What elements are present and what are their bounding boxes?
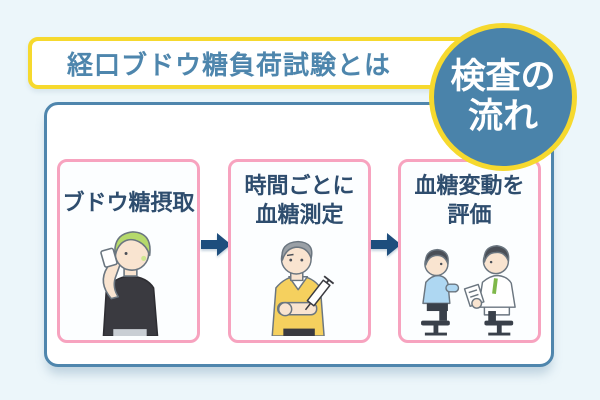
cup-icon xyxy=(99,247,118,268)
step-label-line: ブドウ糖摂取 xyxy=(62,190,195,215)
stool-icon xyxy=(483,320,513,336)
person-drinking-glucose-illustration xyxy=(99,231,158,336)
syringe-icon xyxy=(304,275,334,311)
badge-line: 検査の xyxy=(450,56,556,96)
person-blood-sampling-illustration xyxy=(270,240,334,336)
page-title: 経口ブドウ糖負荷試験とは xyxy=(66,49,391,80)
doctor-patient-consultation-illustration xyxy=(420,245,516,336)
step-label: 時間ごとに 血糖測定 xyxy=(244,171,354,229)
step-label-line: 時間ごとに xyxy=(244,173,355,198)
right-arrow-icon xyxy=(371,233,401,256)
title-banner: 経口ブドウ糖負荷試験とは xyxy=(28,37,472,89)
step-label-line: 血糖変動を xyxy=(414,173,525,198)
step-card-glucose-intake: ブドウ糖摂取 xyxy=(57,159,200,343)
step-card-evaluation: 血糖変動を 評価 xyxy=(398,159,541,343)
step-card-blood-measurement: 時間ごとに 血糖測定 xyxy=(228,159,371,343)
right-arrow-icon xyxy=(201,233,231,256)
step-label-line: 血糖測定 xyxy=(255,202,344,228)
step-label: ブドウ糖摂取 xyxy=(62,188,194,217)
badge-line: 流れ xyxy=(467,97,538,136)
step-label-line: 評価 xyxy=(447,202,492,228)
stool-icon xyxy=(420,320,450,336)
step-label: 血糖変動を 評価 xyxy=(414,171,524,229)
exam-flow-badge: 検査の 流れ xyxy=(429,23,577,171)
